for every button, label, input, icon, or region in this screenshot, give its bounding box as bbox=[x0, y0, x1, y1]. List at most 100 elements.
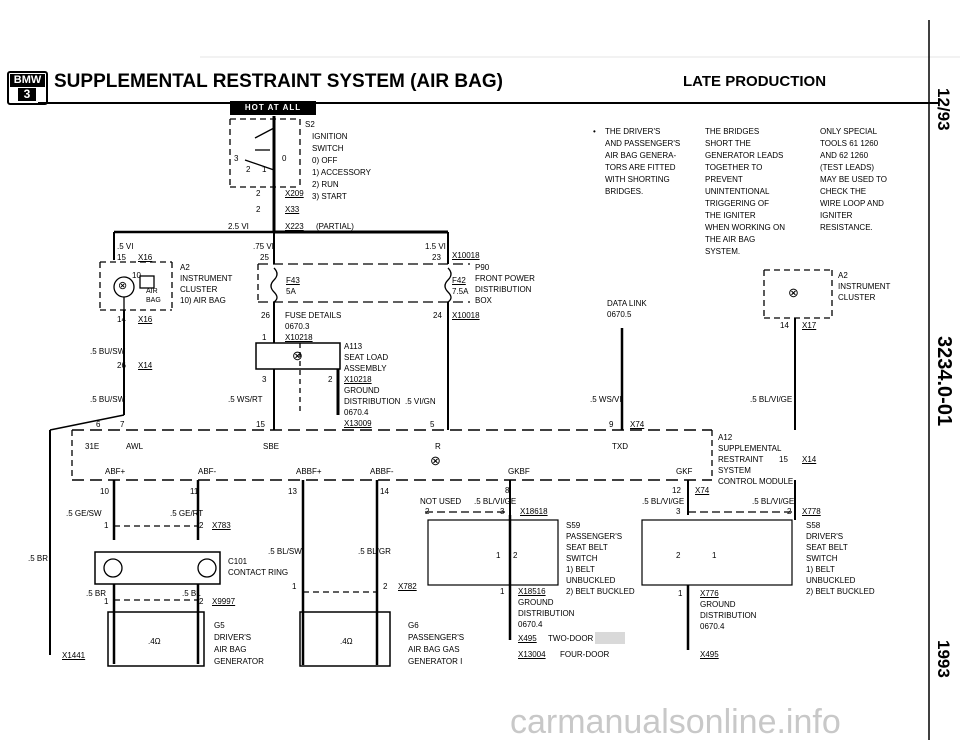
pin-label: 2 bbox=[246, 165, 251, 174]
connector-x33: X33 bbox=[285, 205, 300, 214]
note-text: PREVENT bbox=[705, 175, 743, 184]
connector-x1441: X1441 bbox=[62, 651, 86, 660]
seat-id: A113 bbox=[344, 342, 363, 351]
ignition-line: 3) START bbox=[312, 192, 347, 201]
belt-line: DRIVER'S bbox=[806, 532, 844, 541]
wire-label: .5 BL/GR bbox=[358, 547, 391, 556]
logo-top-text: BMW bbox=[10, 74, 45, 87]
ground-line: DISTRIBUTION bbox=[518, 609, 575, 618]
connector-x495: X495 bbox=[518, 634, 537, 643]
gen-line: GENERATOR I bbox=[408, 657, 463, 666]
note-text: AIR BAG GENERA- bbox=[605, 151, 677, 160]
note-text: THE DRIVER'S bbox=[605, 127, 661, 136]
belt-line: PASSENGER'S bbox=[566, 532, 623, 541]
belt-id: S59 bbox=[566, 521, 581, 530]
p90-line: BOX bbox=[475, 296, 492, 305]
wire-label: .5 BL/VI/GE bbox=[752, 497, 795, 506]
pin-label: 3 bbox=[234, 154, 239, 163]
connector-x18618: X18618 bbox=[520, 507, 548, 516]
wire-label: .5 BR bbox=[86, 589, 107, 598]
cluster-right-id: A2 bbox=[838, 271, 848, 280]
ignition-id: S2 bbox=[305, 120, 315, 129]
belt-line: 1) BELT bbox=[566, 565, 595, 574]
connector-x209: X209 bbox=[285, 189, 304, 198]
module-line: SYSTEM bbox=[718, 466, 751, 475]
pin-label: 2 bbox=[513, 551, 518, 560]
belt-line: SEAT BELT bbox=[806, 543, 848, 552]
seat-line: ASSEMBLY bbox=[344, 364, 387, 373]
note-text: MAY BE USED TO bbox=[820, 175, 887, 184]
p90-line: DISTRIBUTION bbox=[475, 285, 532, 294]
ground-line: GROUND bbox=[344, 386, 380, 395]
pin-label: 2 bbox=[676, 551, 681, 560]
bmw-logo: BMW 3 bbox=[7, 71, 48, 105]
ignition-line: 0) OFF bbox=[312, 156, 338, 165]
lamp-icon: ⊗ bbox=[788, 285, 799, 300]
module-top-label: R bbox=[435, 442, 441, 451]
c101-label: C101 bbox=[228, 557, 248, 566]
connector-x13004: X13004 bbox=[518, 650, 546, 659]
logo-bottom-text: 3 bbox=[18, 88, 36, 101]
p90-id: P90 bbox=[475, 263, 490, 272]
pin-label: 12 bbox=[672, 486, 681, 495]
four-door-label: FOUR-DOOR bbox=[560, 650, 610, 659]
pin-label: 15 bbox=[256, 420, 265, 429]
ignition-line: 2) RUN bbox=[312, 180, 339, 189]
note-text: ONLY SPECIAL bbox=[820, 127, 878, 136]
cluster-left-line: INSTRUMENT bbox=[180, 274, 233, 283]
pin-label: 26 bbox=[261, 311, 270, 320]
note-text: AND 62 1260 bbox=[820, 151, 869, 160]
watermark: carmanualsonline.info bbox=[510, 703, 841, 741]
gen-line: GENERATOR bbox=[214, 657, 264, 666]
module-bottom-label: ABF+ bbox=[105, 467, 126, 476]
connector-x74: X74 bbox=[695, 486, 710, 495]
connector-x10018: X10018 bbox=[452, 251, 480, 260]
lamp-icon: ⊗ bbox=[430, 453, 441, 468]
gen-line: DRIVER'S bbox=[214, 633, 252, 642]
connector-x783: X783 bbox=[212, 521, 231, 530]
pin-label: 1 bbox=[712, 551, 717, 560]
connector-x18516: X18516 bbox=[518, 587, 546, 596]
belt-line: UNBUCKLED bbox=[806, 576, 856, 585]
pin-label: 0 bbox=[282, 154, 287, 163]
fuse-f42: F42 bbox=[452, 276, 466, 285]
pin-label: 1 bbox=[262, 333, 267, 342]
page-subtitle: LATE PRODUCTION bbox=[683, 73, 827, 90]
wire-label: .5 WS/VI bbox=[590, 395, 622, 404]
two-door-label: TWO-DOOR bbox=[548, 634, 594, 643]
fuse-details-code: 0670.3 bbox=[285, 322, 310, 331]
note-text: THE IGNITER bbox=[705, 211, 756, 220]
connector-x776: X776 bbox=[700, 589, 719, 598]
connector-x16: X16 bbox=[138, 315, 153, 324]
wire-label: .5 BR bbox=[28, 554, 49, 563]
belt-line: 2) BELT BUCKLED bbox=[806, 587, 875, 596]
fuse-f43: F43 bbox=[286, 276, 300, 285]
pin-label: 9 bbox=[609, 420, 614, 429]
note-text: WITH SHORTING bbox=[605, 175, 670, 184]
wire-label: .5 BL/VI/GE bbox=[642, 497, 685, 506]
pin-label: 1 bbox=[104, 597, 109, 606]
pin-label: 23 bbox=[432, 253, 441, 262]
datalink-label: DATA LINK bbox=[607, 299, 647, 308]
ground-line: 0670.4 bbox=[700, 622, 725, 631]
pin-label: 26 bbox=[117, 361, 126, 370]
datalink-code: 0670.5 bbox=[607, 310, 632, 319]
p90-line: FRONT POWER bbox=[475, 274, 535, 283]
pin-label: 1 bbox=[292, 582, 297, 591]
page-title: SUPPLEMENTAL RESTRAINT SYSTEM (AIR BAG) bbox=[54, 71, 503, 92]
note-text: CHECK THE bbox=[820, 187, 867, 196]
note-text: SYSTEM. bbox=[705, 247, 741, 256]
module-bottom-label: ABBF- bbox=[370, 467, 394, 476]
pin-label: 3 bbox=[500, 507, 505, 516]
wire-label: 2.5 VI bbox=[228, 222, 249, 231]
connector-x9997: X9997 bbox=[212, 597, 236, 606]
fuse-f43-rating: 5A bbox=[286, 287, 296, 296]
connector-x10218: X10218 bbox=[344, 375, 372, 384]
module-id: A12 bbox=[718, 433, 733, 442]
belt-line: SWITCH bbox=[806, 554, 838, 563]
belt-line: 1) BELT bbox=[806, 565, 835, 574]
gen-id: G5 bbox=[214, 621, 225, 630]
seat-sensor-icon: ⊗ bbox=[292, 348, 303, 363]
